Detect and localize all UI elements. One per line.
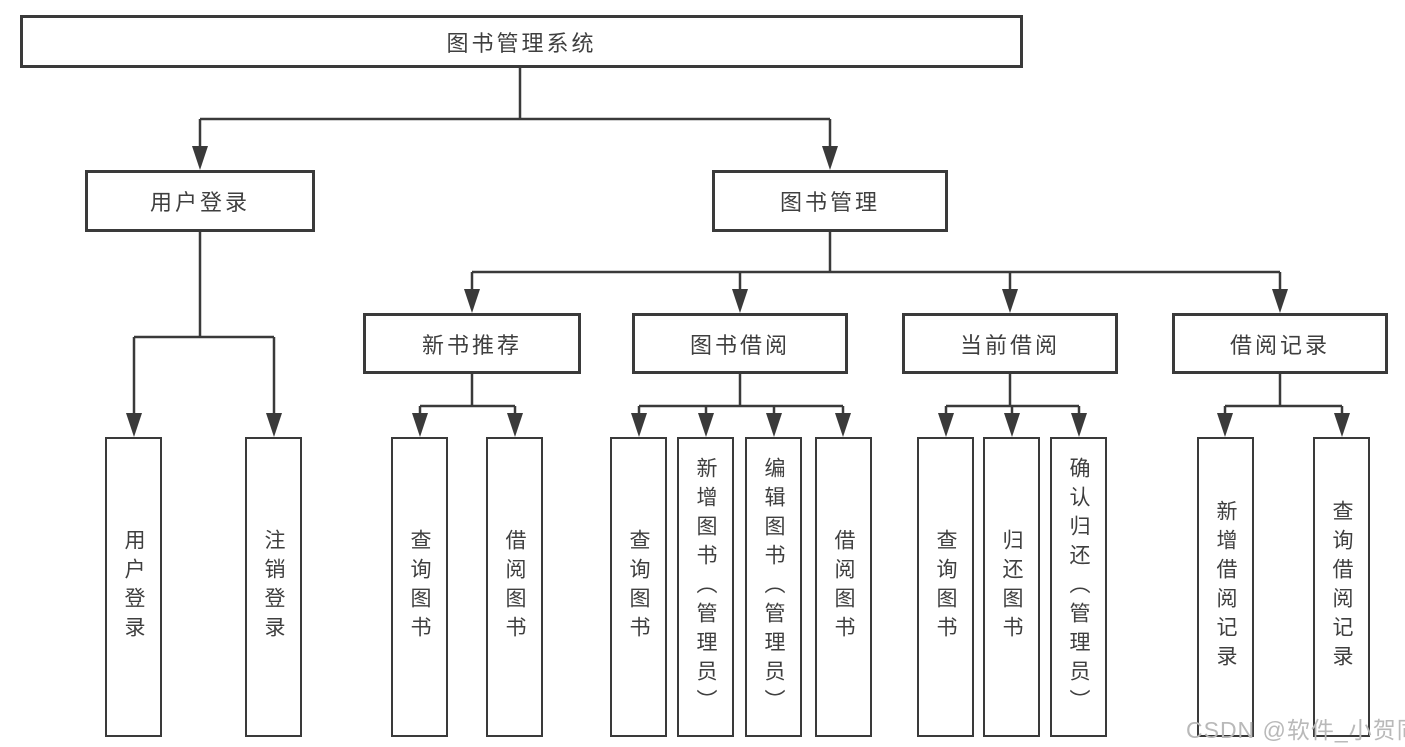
leaf-logout: 注销登录 [245,437,302,737]
node-borrowing-records: 借阅记录 [1172,313,1388,374]
node-library-system: 图书管理系统 [20,15,1023,68]
leaf-return-books: 归还图书 [983,437,1040,737]
leaf-add-books-admin: 新增图书（管理员） [677,437,734,737]
leaf-user-login: 用户登录 [105,437,162,737]
leaf-query-borrow-record: 查询借阅记录 [1313,437,1370,737]
node-new-book-recommendation: 新书推荐 [363,313,581,374]
node-book-management: 图书管理 [712,170,948,232]
leaf-add-borrow-record: 新增借阅记录 [1197,437,1254,737]
leaf-query-books-borrowing: 查询图书 [610,437,667,737]
leaf-query-books-recommend: 查询图书 [391,437,448,737]
node-book-borrowing: 图书借阅 [632,313,848,374]
leaf-borrow-books-recommend: 借阅图书 [486,437,543,737]
node-user-login: 用户登录 [85,170,315,232]
watermark-text: CSDN @软件_小贺同学 [1186,717,1405,743]
leaf-edit-books-admin: 编辑图书（管理员） [745,437,802,737]
leaf-query-books-current: 查询图书 [917,437,974,737]
leaf-confirm-return-admin: 确认归还（管理员） [1050,437,1107,737]
leaf-borrow-books-borrowing: 借阅图书 [815,437,872,737]
node-current-borrowing: 当前借阅 [902,313,1118,374]
